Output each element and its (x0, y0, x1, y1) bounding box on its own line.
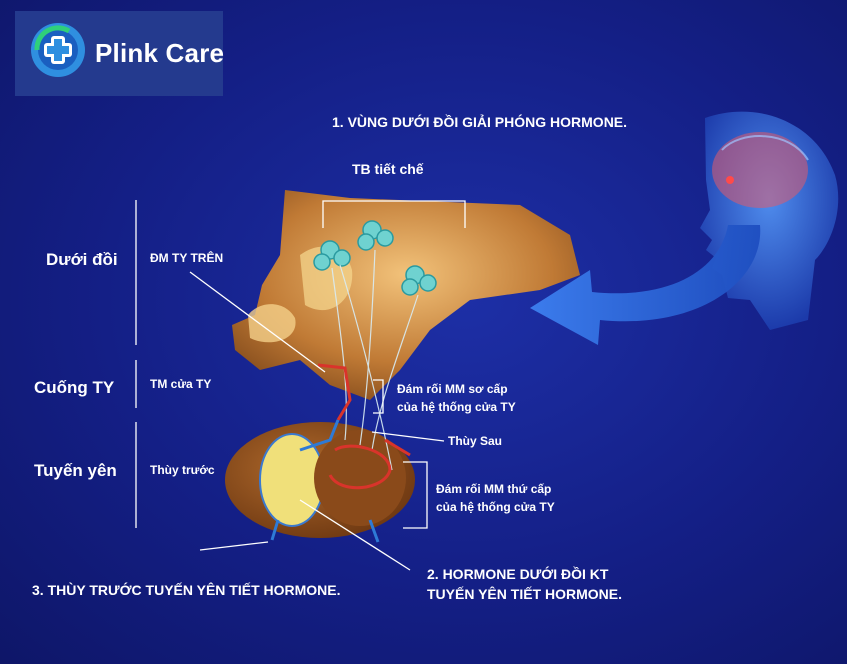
step-1-caption: 1. VÙNG DƯỚI ĐỒI GIẢI PHÓNG HORMONE. (332, 114, 628, 130)
secretory-cells (313, 220, 437, 296)
anterior-lobe-label: Thùy trước (150, 463, 215, 477)
primary-plexus-label-line2: của hệ thống cửa TY (397, 400, 516, 414)
annotation-lines (135, 200, 466, 571)
vein-vessels (270, 419, 380, 543)
region-pituitary-label: Tuyến yên (34, 461, 117, 480)
pituitary-gland (225, 422, 415, 538)
posterior-lobe-label: Thùy Sau (448, 434, 503, 448)
secondary-plexus-label-line2: của hệ thống cửa TY (436, 500, 555, 514)
portal-vein-label: TM cửa TY (150, 377, 212, 391)
logo-box: Plink Care (15, 11, 225, 96)
artery-vessels (317, 363, 411, 490)
logo-text: Plink Care (95, 38, 225, 68)
secondary-plexus-label-line1: Đám rối MM thứ cấp (436, 482, 552, 496)
region-hypothalamus-label: Dưới đồi (46, 250, 118, 269)
superior-artery-label: ĐM TY TRÊN (150, 251, 224, 265)
hypothalamus-tissue (232, 190, 580, 400)
step-2-caption-line1: 2. HORMONE DƯỚI ĐỒI KT (427, 566, 609, 582)
step-2-caption-line2: TUYẾN YÊN TIẾT HORMONE. (427, 586, 622, 602)
medical-cross-logo-icon (31, 23, 85, 77)
secretory-cells-label: TB tiết chế (352, 161, 424, 177)
step-3-caption: 3. THÙY TRƯỚC TUYẾN YÊN TIẾT HORMONE. (32, 582, 341, 598)
primary-plexus-label-line1: Đám rối MM sơ cấp (397, 382, 508, 396)
curved-arrow-icon (530, 225, 761, 345)
region-stalk-label: Cuống TY (34, 378, 115, 397)
head-illustration (700, 111, 839, 330)
